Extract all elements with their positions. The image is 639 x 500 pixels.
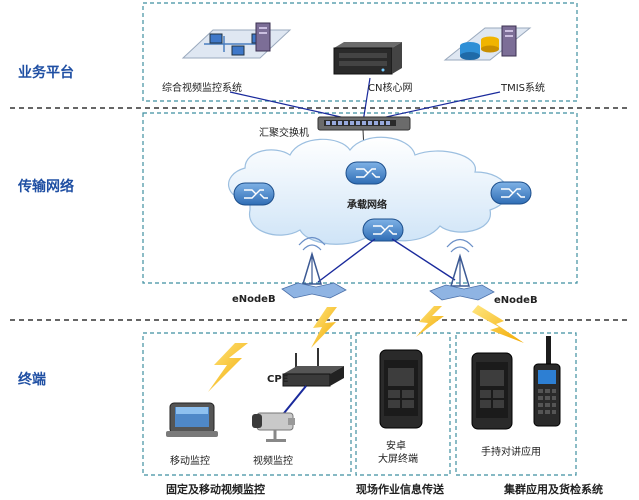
router-icon xyxy=(233,182,275,206)
android-terminal-label-line1: 安卓 xyxy=(386,441,406,452)
android-terminal-label-line2: 大屏终端 xyxy=(378,454,418,465)
layer-label-terminal: 终端 xyxy=(18,372,46,388)
link-line xyxy=(317,238,376,283)
link-line xyxy=(391,238,456,281)
lightning-icon xyxy=(208,343,248,392)
lightning-icon xyxy=(311,307,337,348)
group-caption-cluster: 集群应用及货检系统 xyxy=(504,483,603,496)
group-caption-fixed: 固定及移动视频监控 xyxy=(166,483,265,496)
video-monitor-label: 视频监控 xyxy=(253,456,293,467)
bearer-network-label: 承载网络 xyxy=(347,200,387,211)
video-camera-icon xyxy=(252,412,295,442)
group-caption-field: 现场作业信息传送 xyxy=(356,483,444,496)
layer-label-transport: 传输网络 xyxy=(18,179,74,195)
aggregation-switch-label: 汇聚交换机 xyxy=(259,128,309,139)
mobile-monitor-icon xyxy=(166,402,218,437)
bearer-network-cloud xyxy=(227,136,509,245)
enodeb-right-label: eNodeB xyxy=(494,295,538,306)
lightning-icon xyxy=(472,305,524,343)
link-line xyxy=(362,77,371,123)
enodeb-left-label: eNodeB xyxy=(232,294,276,305)
cpe-device-icon xyxy=(282,348,344,387)
tmis-server-icon xyxy=(443,25,532,61)
mobile-monitor-label: 移动监控 xyxy=(170,456,210,467)
terminal-group-box-field xyxy=(355,332,451,476)
cpe-label: CPE xyxy=(267,374,289,385)
enodeb-icon-left xyxy=(281,236,347,299)
handheld-terminal-icon xyxy=(471,352,513,430)
business-platform-box xyxy=(142,2,578,102)
tmis-label: TMIS系统 xyxy=(501,83,546,94)
router-icon xyxy=(362,218,404,242)
cn-core-label: CN核心网 xyxy=(368,83,413,94)
video-system-network-icon xyxy=(181,22,292,59)
router-icon xyxy=(490,181,532,205)
video-system-label: 综合视频监控系统 xyxy=(162,83,242,94)
layer-label-business: 业务平台 xyxy=(18,65,74,81)
enodeb-icon-right xyxy=(429,238,495,301)
transport-network-box xyxy=(142,112,578,284)
aggregation-switch-icon xyxy=(317,116,411,131)
lightning-icon xyxy=(416,306,444,337)
handheld-label: 手持对讲应用 xyxy=(481,447,541,458)
cn-core-server-icon xyxy=(333,42,402,75)
android-terminal-icon xyxy=(379,349,423,429)
terminal-group-box-cluster xyxy=(455,332,577,476)
walkie-talkie-icon xyxy=(533,336,561,427)
router-icon xyxy=(345,161,387,185)
